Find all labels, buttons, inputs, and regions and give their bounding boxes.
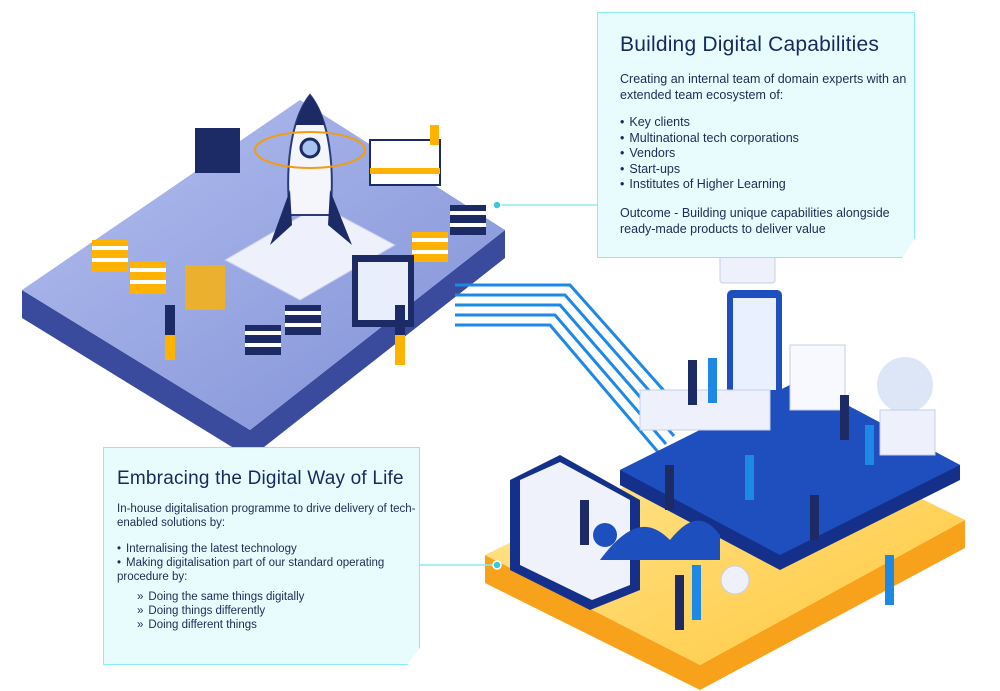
list-item: Making digitalisation part of our standa… <box>117 556 419 632</box>
rocket-icon <box>254 93 366 245</box>
building-digital-capabilities-card: Building Digital Capabilities Creating a… <box>597 12 915 258</box>
list-item: Key clients <box>620 115 914 131</box>
card-intro: In-house digitalisation programme to dri… <box>117 503 416 529</box>
connector-cables <box>455 283 692 453</box>
list-item: Multinational tech corporations <box>620 131 914 147</box>
card-title: Embracing the Digital Way of Life <box>117 468 404 489</box>
ecosystem-list: Key clients Multinational tech corporati… <box>620 115 914 193</box>
sub-list: Doing the same things digitally Doing th… <box>137 590 419 632</box>
leader-lines <box>405 200 597 570</box>
sub-list-item: Doing different things <box>137 618 419 632</box>
list-item-text: Making digitalisation part of our standa… <box>117 557 385 583</box>
list-item: Vendors <box>620 146 914 162</box>
card-outcome: Outcome - Building unique capabilities a… <box>620 205 890 236</box>
embracing-digital-way-card: Embracing the Digital Way of Life In-hou… <box>103 447 420 665</box>
list-item: Internalising the latest technology <box>117 542 419 556</box>
list-item: Institutes of Higher Learning <box>620 177 914 193</box>
people-figures <box>165 125 894 630</box>
office-elements <box>593 254 936 595</box>
approach-list: Internalising the latest technology Maki… <box>117 542 419 632</box>
card-intro: Creating an internal team of domain expe… <box>620 72 907 102</box>
sub-list-item: Doing things differently <box>137 604 419 618</box>
sub-list-item: Doing the same things digitally <box>137 590 419 604</box>
card-title: Building Digital Capabilities <box>620 33 880 56</box>
list-item: Start-ups <box>620 162 914 178</box>
data-stacks <box>92 128 486 355</box>
